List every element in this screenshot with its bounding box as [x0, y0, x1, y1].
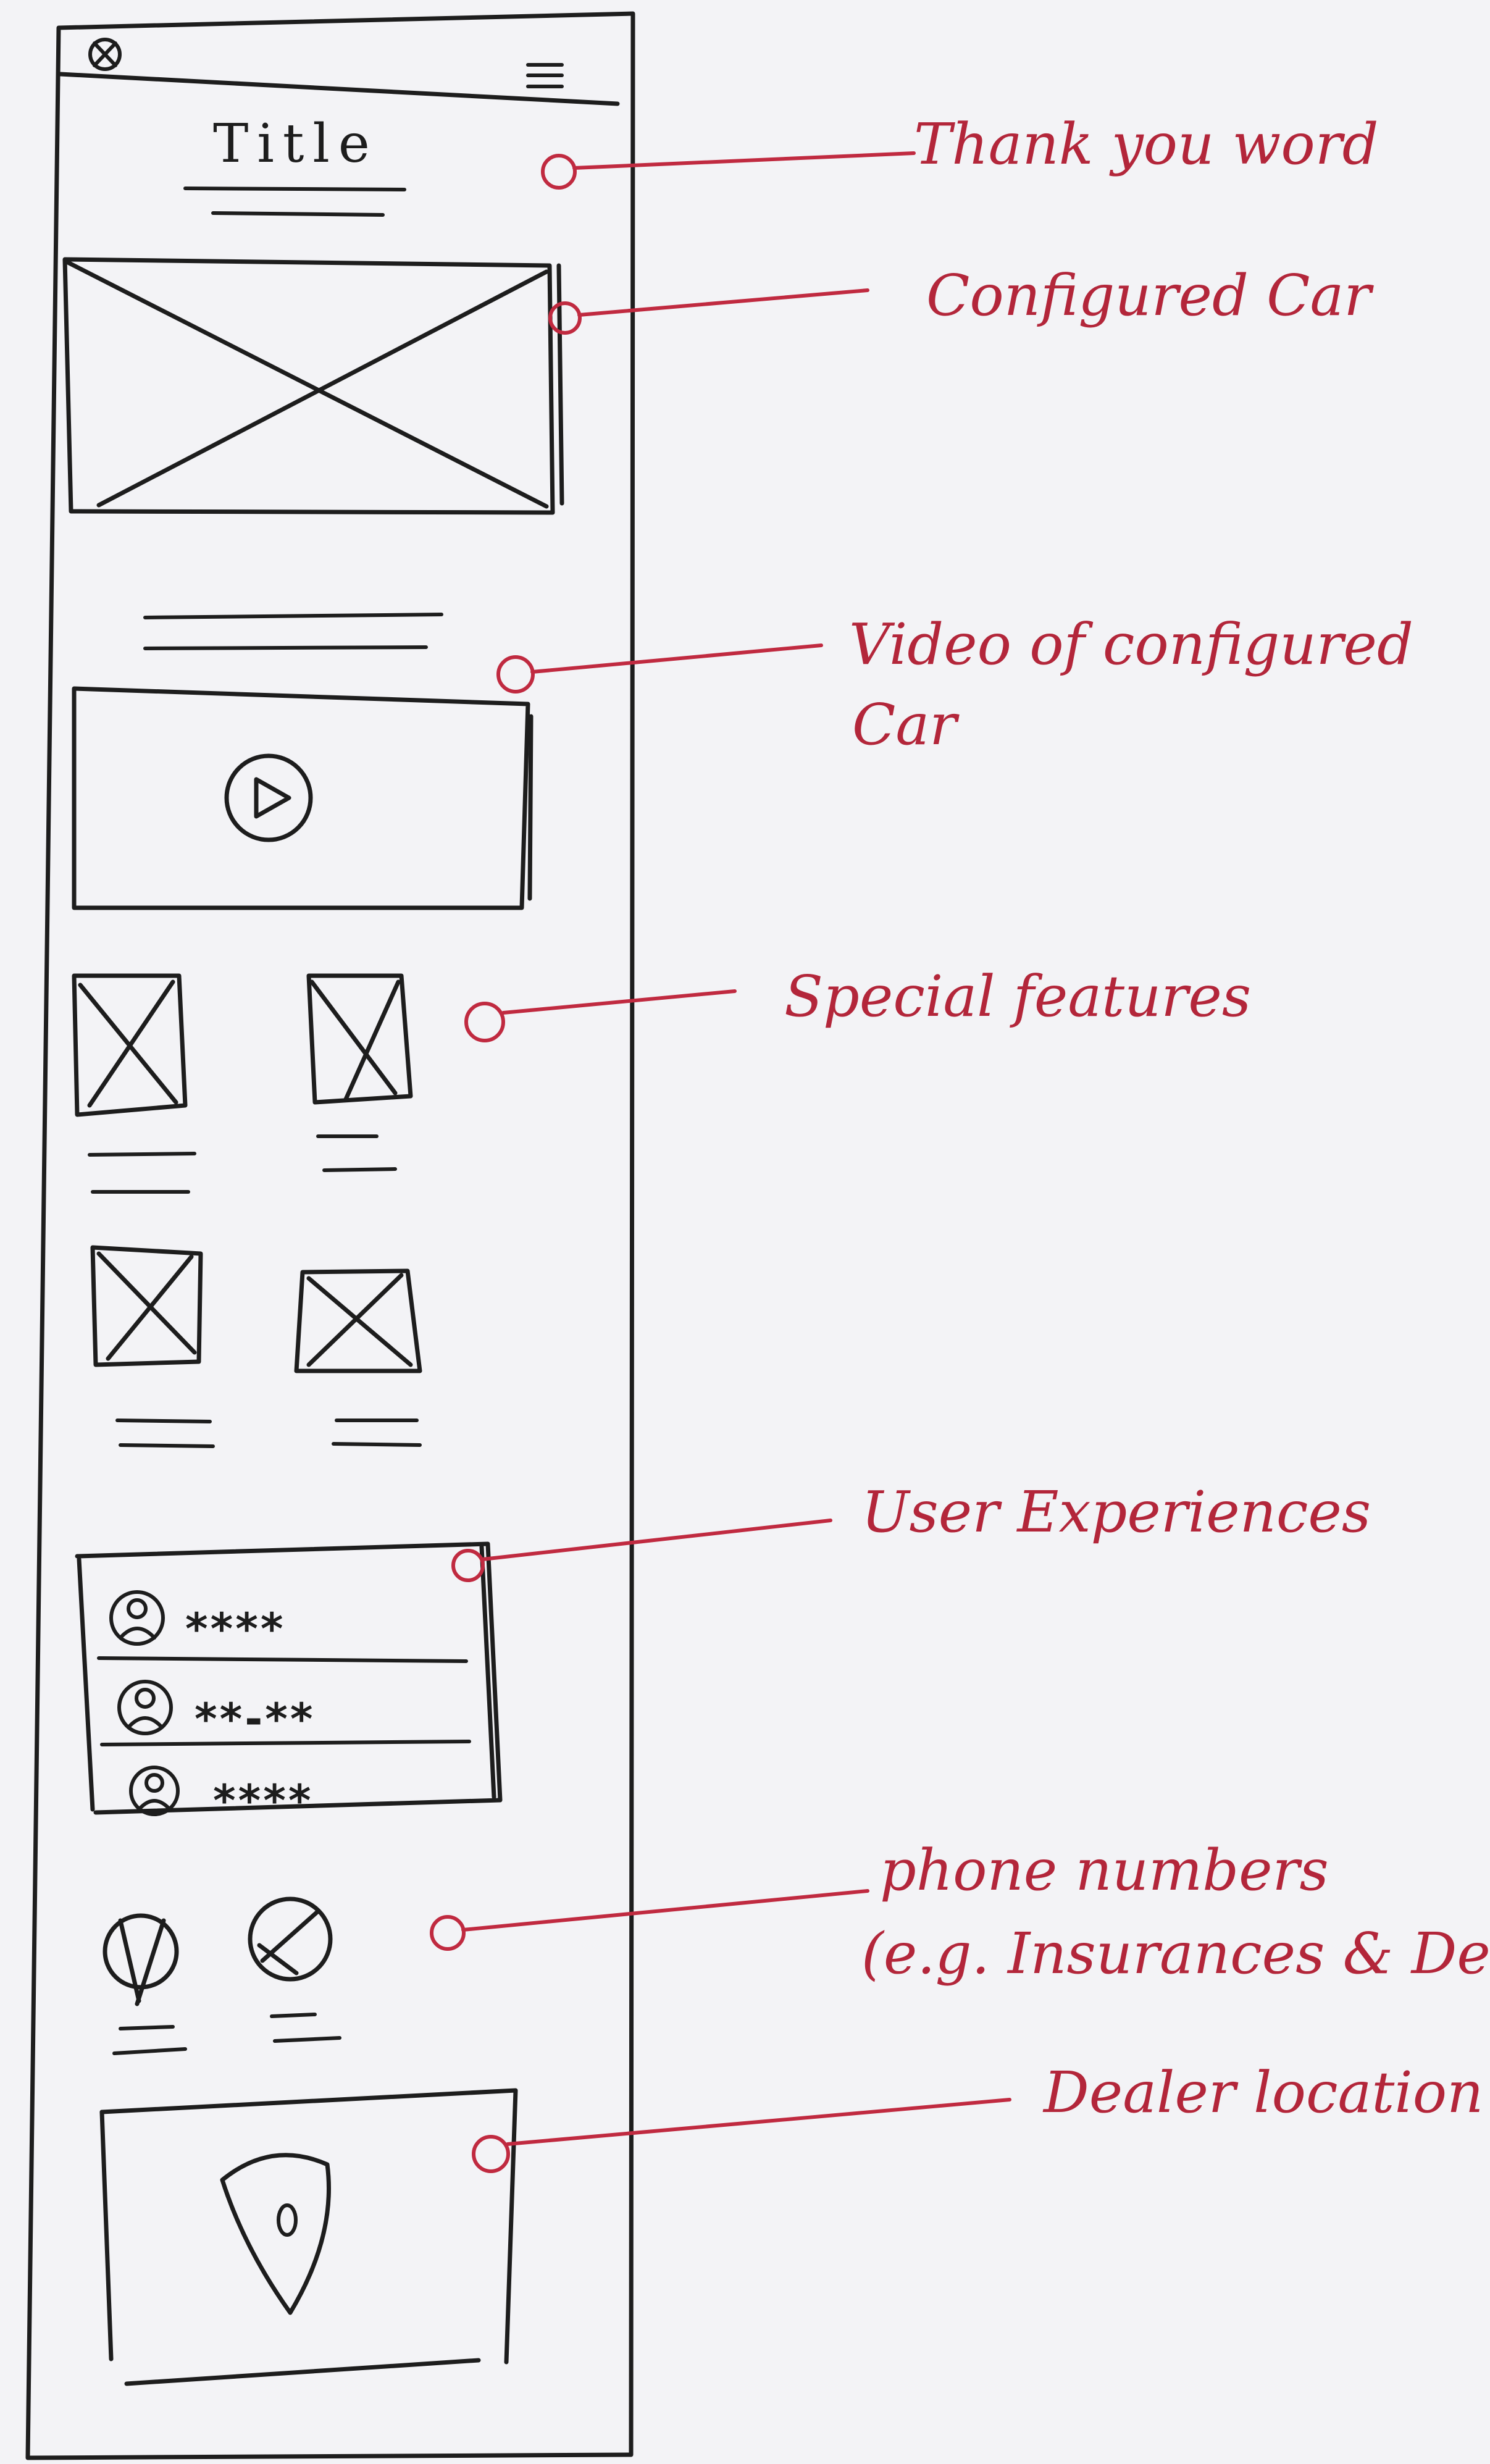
map-pin-icon: [220, 2153, 331, 2315]
phone-frame: [25, 11, 635, 2460]
phone-contact: [248, 1896, 341, 2043]
svg-text:Video of configured: Video of configured: [849, 611, 1413, 677]
video-player: [72, 686, 534, 910]
annotation-label: Special features: [784, 963, 1251, 1029]
hamburger-icon: [526, 63, 564, 88]
avatar: [117, 1680, 173, 1735]
svg-text:Dealer location: Dealer location: [1042, 2060, 1483, 2126]
description-line-2: [143, 645, 428, 650]
title-line-1: [183, 186, 406, 191]
rating-stars: ****: [185, 1604, 285, 1654]
annotation-label: Configured Car: [926, 262, 1374, 329]
annotation-label: User Experiences: [861, 1479, 1371, 1545]
logo-icon: [88, 38, 122, 71]
annotation-label: Video of configured Car: [849, 611, 1413, 758]
annotation-connectors: [430, 151, 1011, 2173]
feature-item: [294, 1268, 422, 1447]
svg-text:Configured Car: Configured Car: [926, 262, 1374, 329]
dealer-map: [99, 2088, 518, 2386]
review-row: ****: [109, 1590, 285, 1654]
svg-text:Car: Car: [852, 692, 960, 758]
feature-item: [90, 1245, 215, 1448]
annotation-label: Dealer location: [1042, 2060, 1483, 2126]
svg-text:Special features: Special features: [784, 963, 1251, 1029]
review-row: ****: [129, 1766, 313, 1826]
svg-text:phone numbers: phone numbers: [880, 1837, 1329, 1903]
annotation-label: phone numbers (e.g. Insurances & Dealer): [861, 1837, 1490, 1987]
phone-contact: [103, 1913, 187, 2055]
feature-item: [306, 973, 413, 1172]
rating-stars: **-**: [195, 1694, 315, 1745]
svg-text:(e.g. Insurances & Dealer): (e.g. Insurances & Dealer): [861, 1921, 1490, 1987]
description-line-1: [143, 613, 443, 619]
car-image-placeholder: [62, 257, 564, 515]
title-line-2: [211, 211, 385, 217]
avatar: [109, 1590, 165, 1646]
page-title: Title: [213, 113, 379, 175]
svg-text:Thank you word: Thank you word: [914, 111, 1379, 177]
avatar: [129, 1766, 180, 1816]
review-row: **-**: [117, 1680, 315, 1745]
annotation-label: Thank you word: [914, 111, 1379, 177]
play-icon: [224, 753, 313, 842]
rating-stars: ****: [213, 1775, 313, 1826]
svg-text:User Experiences: User Experiences: [861, 1479, 1371, 1545]
user-experiences-list: [75, 1541, 503, 1815]
feature-item: [72, 973, 196, 1194]
